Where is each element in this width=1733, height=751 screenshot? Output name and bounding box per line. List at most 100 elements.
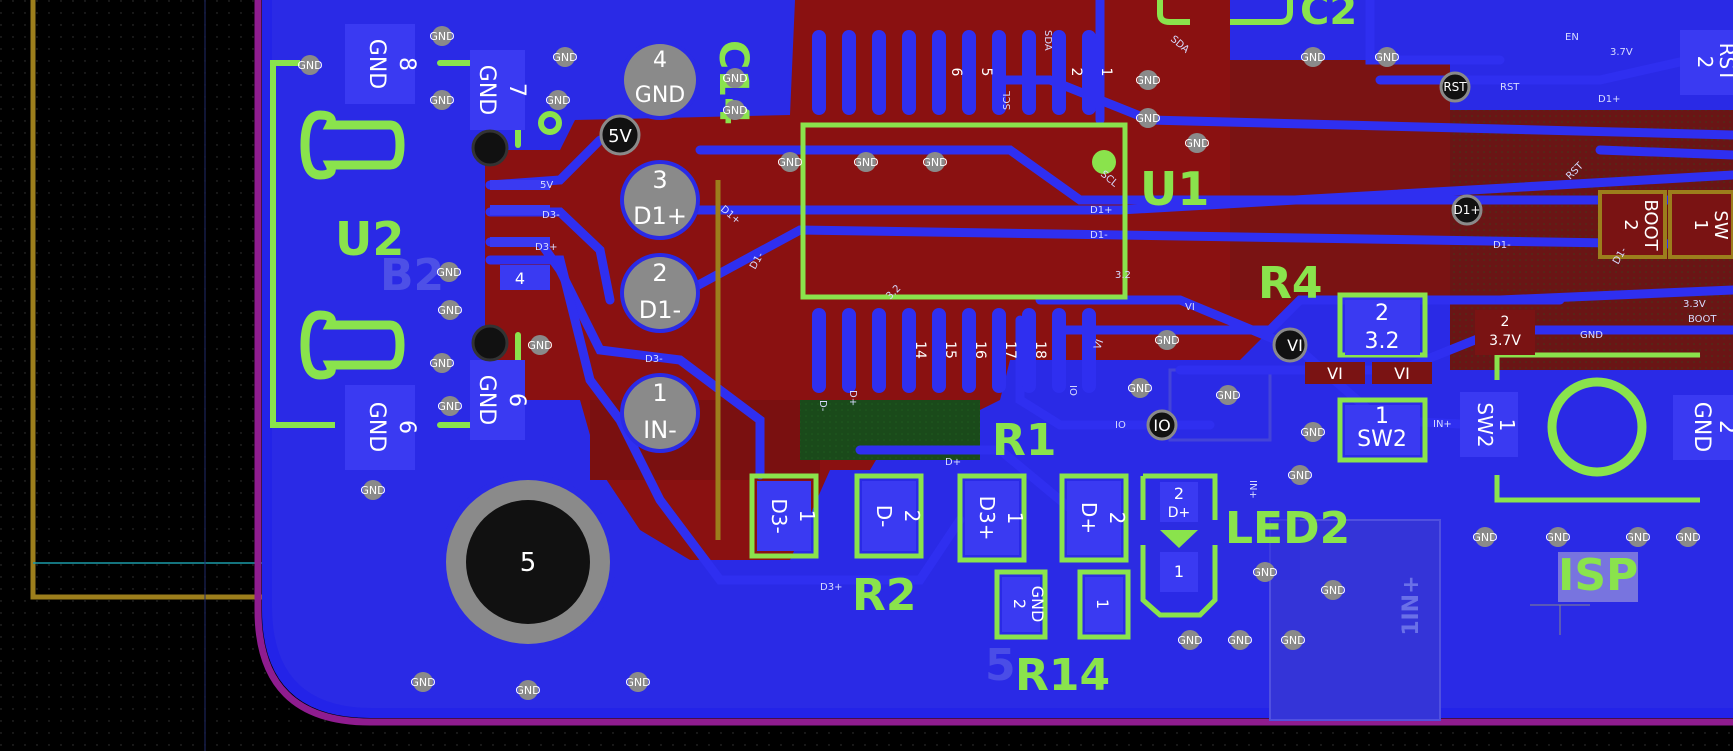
r2-pad-1-name: D3-: [767, 498, 791, 533]
r1-pad-2[interactable]: [1067, 481, 1121, 555]
r2-pad-1-num: 1: [795, 510, 819, 523]
net-label: D3-: [542, 210, 560, 221]
u2-pad-6b[interactable]: [470, 360, 525, 440]
gnd-pad-right-num: 2: [1714, 420, 1733, 434]
via-gnd-label: GND: [922, 156, 947, 169]
net-label: RST: [1500, 82, 1520, 93]
r2-pad-2[interactable]: [862, 481, 916, 551]
net-label: 3.7V: [1610, 47, 1633, 58]
r2-pad-2-num: 2: [900, 510, 924, 523]
u2-pad-4[interactable]: [500, 265, 550, 290]
u2-pad-8[interactable]: [345, 24, 415, 104]
via-rst[interactable]: [1439, 71, 1471, 103]
boot-pad-name: BOOT: [1640, 199, 1661, 251]
u1-pin1-marker: [1092, 150, 1116, 174]
via-gnd-label: GND: [1545, 531, 1570, 544]
r4-pad-2[interactable]: [1345, 300, 1420, 355]
r14-pad-1[interactable]: [1085, 577, 1123, 632]
sw2-pad-1b-name: SW2: [1473, 402, 1497, 447]
via-gnd-label: GND: [1625, 531, 1650, 544]
via-vi[interactable]: [1272, 327, 1308, 363]
via-gnd-label: GND: [1227, 634, 1252, 647]
tht-pad-1[interactable]: [624, 377, 696, 449]
r4-sub-pad: [1305, 362, 1365, 384]
in-plus-name: IN+: [1399, 575, 1424, 620]
net-label: D-: [817, 400, 828, 412]
net-label: D3+: [820, 582, 842, 593]
via-gnd-label: GND: [1184, 137, 1209, 150]
rst-pad[interactable]: [1680, 30, 1733, 95]
via-d1p[interactable]: [1451, 194, 1483, 226]
sw2-pad-1-name: SW2: [1357, 427, 1407, 452]
led2-pad-2[interactable]: [1160, 482, 1198, 522]
tht-pad-2[interactable]: [624, 257, 696, 329]
r1-pad-1-num: 1: [1003, 512, 1027, 525]
via-gnd-label: GND: [515, 684, 540, 697]
gnd-pad-right[interactable]: [1673, 395, 1733, 460]
u2-pad-6[interactable]: [345, 385, 415, 470]
u1-pin-label: 16: [972, 341, 988, 359]
u1-ref: U1: [1140, 162, 1209, 216]
u2-slot-bottom: [300, 310, 405, 380]
r14-outline: [994, 569, 1048, 640]
via-d1p-label: D1+: [1454, 203, 1481, 217]
boot-pad[interactable]: [1598, 190, 1667, 259]
via-gnd-label: GND: [527, 339, 552, 352]
rst-pad-name: RST: [1715, 43, 1733, 83]
via-vi-label: VI: [1287, 336, 1303, 355]
r4-vi-left: VI: [1327, 364, 1343, 383]
tht-pad-3-num: 3: [652, 166, 667, 194]
net-label: IN+: [1433, 419, 1452, 430]
u2-pad-8-num: 8: [394, 57, 419, 71]
r14-pad-2[interactable]: [1002, 577, 1040, 632]
r4-pad-2-num: 2: [1375, 301, 1389, 326]
via-io[interactable]: [1146, 409, 1178, 441]
u1-pin-label: 1: [1098, 68, 1114, 77]
u2-pad-6-num: 6: [394, 420, 419, 434]
via-gnd-label: GND: [1300, 51, 1325, 64]
sw-pad[interactable]: [1668, 190, 1733, 259]
r14-ref: R14: [1015, 650, 1110, 701]
net-label: D3-: [645, 354, 663, 365]
via-gnd-label: GND: [1135, 112, 1160, 125]
sw2-pad-1[interactable]: [1345, 405, 1420, 455]
via-gnd-label: GND: [1177, 634, 1202, 647]
pad-37v[interactable]: [1475, 310, 1535, 355]
u2-pad-small: [490, 205, 550, 215]
via-5v[interactable]: [599, 114, 641, 156]
led2-outline: [1140, 545, 1218, 618]
via-gnd-label: GND: [1675, 531, 1700, 544]
r1-ref: R1: [992, 415, 1057, 466]
net-label: D1+: [1598, 94, 1620, 105]
tht-pad-3[interactable]: [624, 164, 696, 236]
led2-pad-1-num: 1: [1174, 562, 1184, 581]
tht-pad-1-num: 1: [652, 379, 667, 407]
net-label: D1+: [1090, 205, 1112, 216]
via-gnd-label: GND: [545, 94, 570, 107]
net-label: 5V: [540, 180, 553, 191]
u2-pad-7[interactable]: [470, 50, 525, 130]
via-gnd-label: GND: [1135, 74, 1160, 87]
u2-pad-6b-name: GND: [474, 375, 499, 425]
u1-pin-label: 14: [912, 341, 928, 359]
r1-pad-1[interactable]: [965, 481, 1019, 555]
via-gnd-label: GND: [1127, 382, 1152, 395]
sw2-pad-1b[interactable]: [1460, 392, 1518, 457]
tht-pad-2-num: 2: [652, 259, 667, 287]
r2-pad-1[interactable]: [757, 481, 811, 551]
isp-button-icon: [1547, 377, 1647, 477]
net-label: SDA: [1042, 30, 1053, 51]
tht-pad-4[interactable]: [624, 44, 696, 116]
via-gnd-label: GND: [429, 94, 454, 107]
board-edge: [254, 0, 1733, 726]
net-label: VI: [1092, 338, 1106, 351]
net-label: BOOT: [1688, 314, 1717, 325]
r2-outline: [854, 473, 924, 559]
led2-pad-1[interactable]: [1160, 552, 1198, 592]
u1-bottom-pads: [812, 308, 1096, 393]
sw-pad-num: 1: [1690, 219, 1711, 230]
r2-ref: R2: [852, 570, 917, 621]
r4-vi-right: VI: [1394, 364, 1410, 383]
